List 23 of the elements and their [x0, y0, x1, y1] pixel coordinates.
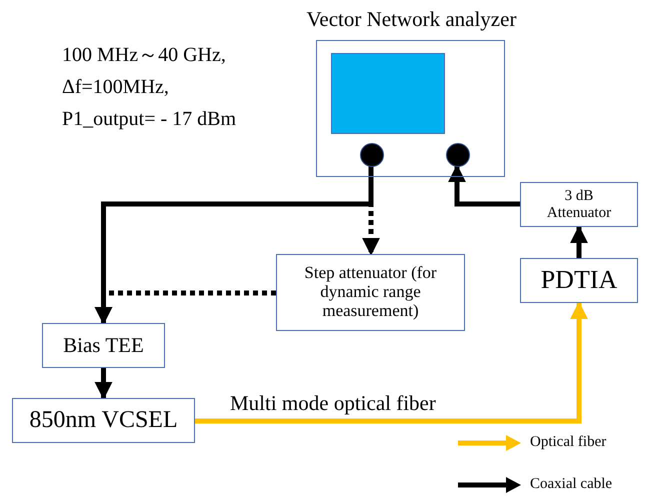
legend-label: Optical fiber	[530, 434, 606, 451]
parameter-note: Δf=100MHz,	[62, 77, 169, 97]
arrow	[448, 164, 520, 206]
port-connector	[360, 143, 384, 167]
component-label: Bias TEE	[63, 334, 144, 358]
component-box	[520, 182, 638, 227]
arrow	[195, 301, 588, 424]
arrow	[570, 225, 588, 258]
heading: Vector Network analyzer	[306, 8, 518, 32]
arrow	[94, 368, 112, 400]
component-box	[276, 254, 465, 331]
component-box	[520, 258, 638, 303]
component-box	[12, 398, 195, 443]
component-label: Step attenuator (for dynamic range measurement)	[303, 264, 438, 321]
component-box	[42, 323, 165, 368]
component-label: PDTIA	[540, 266, 618, 295]
legend-label: Coaxial cable	[530, 476, 612, 493]
parameter-note: P1_output= - 17 dBm	[62, 109, 236, 129]
parameter-note: 100 MHz～40 GHz,	[62, 45, 226, 65]
component-label: 3 dB Attenuator	[546, 188, 612, 221]
component-label: 850nm VCSEL	[29, 407, 178, 434]
edge-label: Multi mode optical fiber	[230, 393, 436, 414]
port-connector	[446, 143, 470, 167]
